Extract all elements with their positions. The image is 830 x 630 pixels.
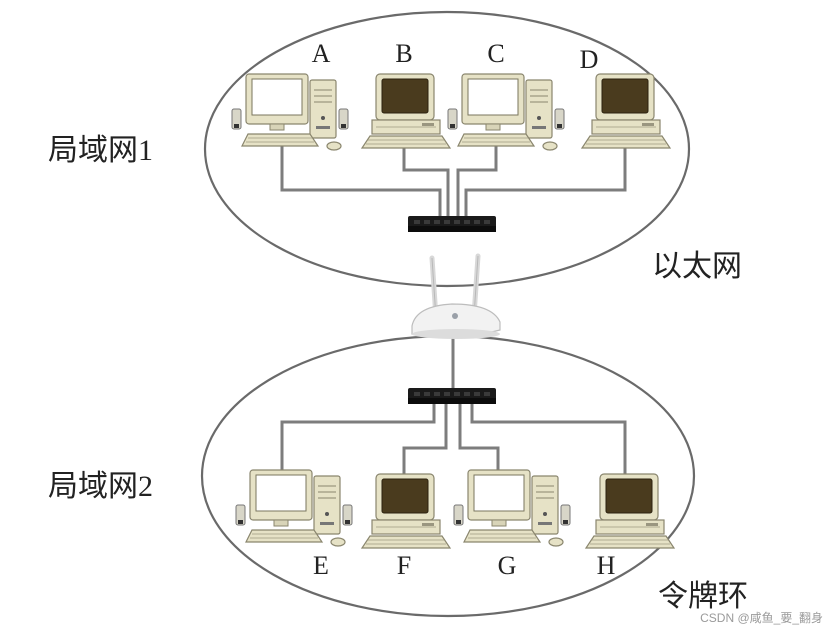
wireless-router-icon bbox=[411, 253, 501, 339]
computer-label-g: G bbox=[498, 551, 517, 580]
lan2-label: 局域网2 bbox=[48, 470, 153, 503]
lan2-switch-icon bbox=[408, 388, 496, 404]
computer-label-a: A bbox=[312, 39, 331, 68]
computer-c-icon bbox=[447, 73, 565, 151]
computer-label-c: C bbox=[487, 39, 504, 68]
ethernet-label: 以太网 bbox=[652, 250, 742, 283]
lan2-cables bbox=[280, 404, 627, 480]
computer-label-e: E bbox=[313, 551, 329, 580]
computer-e-icon bbox=[235, 469, 353, 547]
computer-label-h: H bbox=[597, 551, 616, 580]
computer-g-icon bbox=[453, 469, 571, 547]
computer-d-icon bbox=[581, 73, 671, 149]
lan1-cables bbox=[280, 140, 627, 216]
computer-label-f: F bbox=[397, 551, 411, 580]
lan1-label: 局域网1 bbox=[48, 134, 153, 167]
computer-label-d: D bbox=[580, 45, 599, 74]
computer-f-icon bbox=[361, 473, 451, 549]
computer-label-b: B bbox=[395, 39, 412, 68]
computer-b-icon bbox=[361, 73, 451, 149]
lan1-switch-icon bbox=[408, 216, 496, 232]
computer-a-icon bbox=[231, 73, 349, 151]
token-ring-label: 令牌环 bbox=[658, 580, 748, 613]
watermark: CSDN @咸鱼_要_翻身 bbox=[700, 610, 823, 625]
lan1-boundary bbox=[203, 10, 691, 288]
computer-h-icon bbox=[585, 473, 675, 549]
